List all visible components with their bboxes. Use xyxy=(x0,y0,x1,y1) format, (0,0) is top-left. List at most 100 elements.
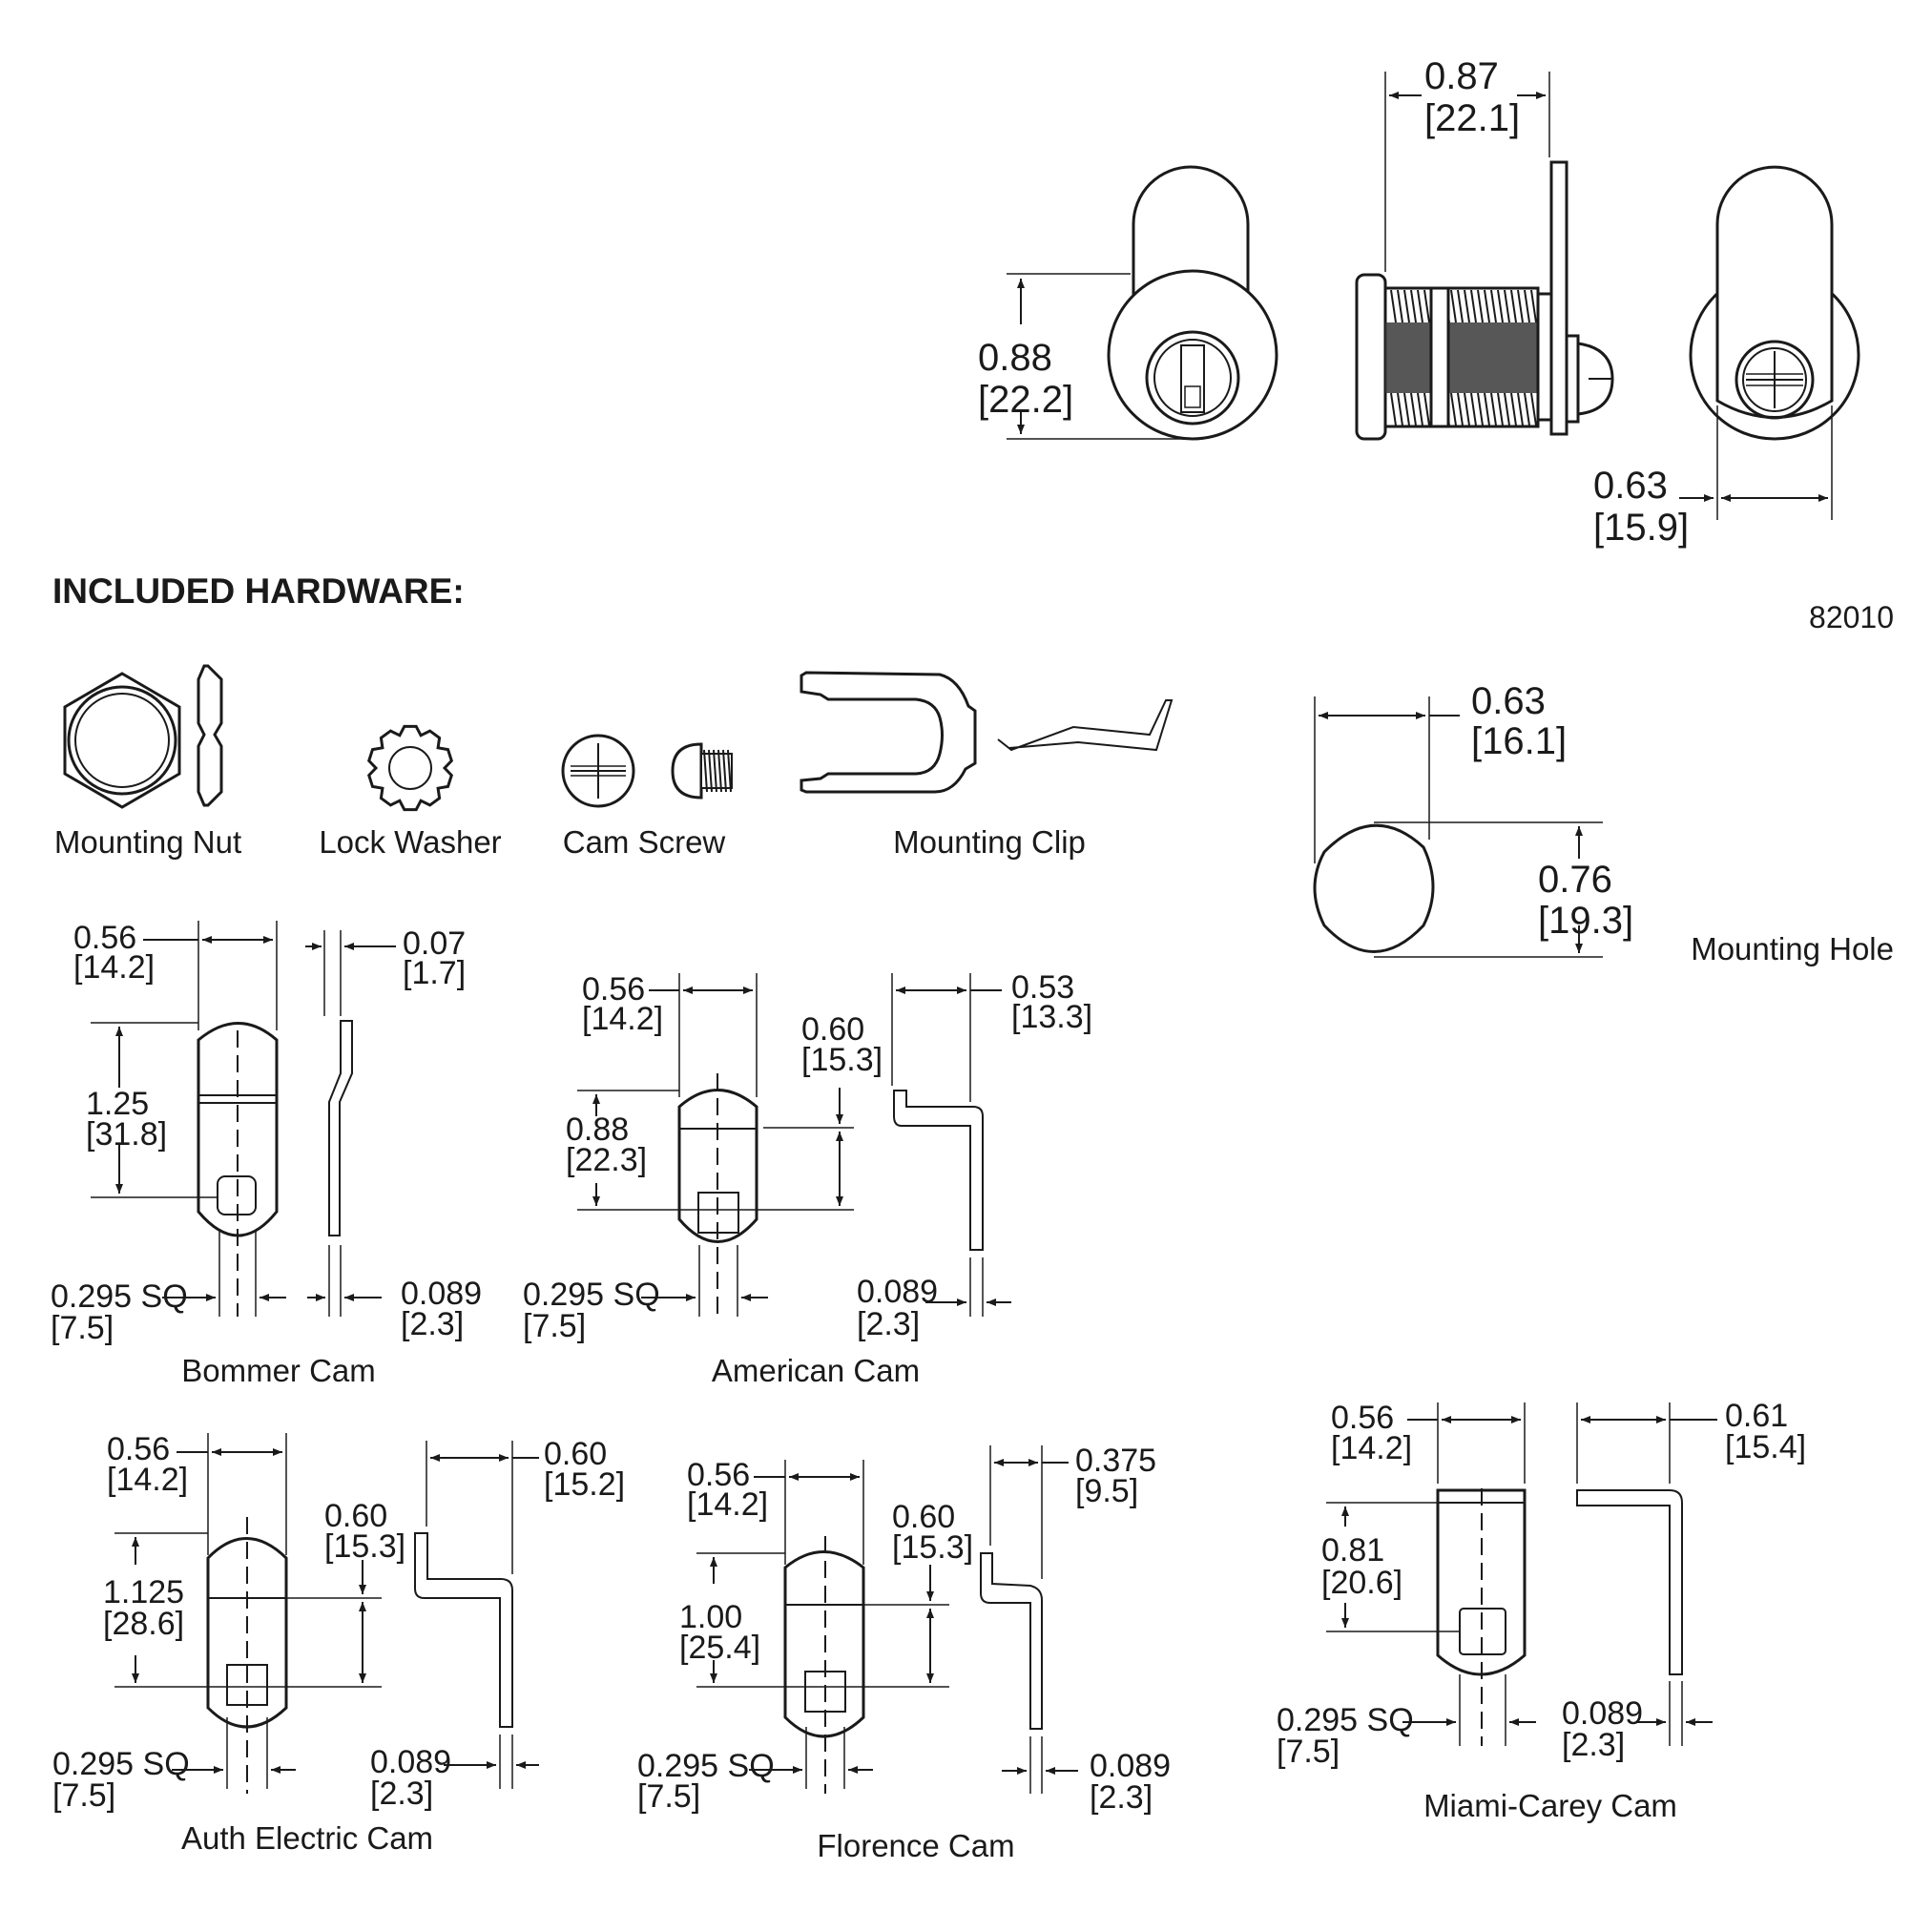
cam-screw-icon xyxy=(561,734,733,808)
florence-cam-dims: 0.56 [14.2] 0.375 [9.5] 1.00 [25.4] 0.60… xyxy=(637,1443,1171,1816)
bommer-cam-dims: 0.56 [14.2] 0.07 [1.7] 1.25 [31.8] 0.295… xyxy=(51,920,482,1346)
lock-side-view xyxy=(1355,160,1614,441)
bommer-cam xyxy=(197,1020,353,1317)
side-length-in: 0.87 xyxy=(1424,55,1499,97)
rear-width-in: 0.63 xyxy=(1593,465,1668,507)
bommer-square-mm: [7.5] xyxy=(51,1310,114,1346)
mounting-hole-label: Mounting Hole xyxy=(1691,931,1894,966)
mounting-hole-width-mm: [16.1] xyxy=(1471,720,1567,762)
american-offset-mm: [13.3] xyxy=(1011,999,1092,1035)
florence-center-in: 0.60 xyxy=(892,1499,955,1535)
american-cam xyxy=(677,1073,984,1317)
hardware-label-lock-washer: Lock Washer xyxy=(319,824,501,860)
auth-square-in: 0.295 SQ xyxy=(52,1746,190,1782)
florence-offset-in: 0.375 xyxy=(1075,1443,1156,1479)
section-heading: INCLUDED HARDWARE: xyxy=(52,571,465,611)
american-thickness-in: 0.089 xyxy=(857,1274,938,1310)
auth-width-in: 0.56 xyxy=(107,1431,170,1467)
part-number: 82010 xyxy=(1809,600,1894,634)
hardware-label-mounting-nut: Mounting Nut xyxy=(54,824,241,860)
miami-carey-cam xyxy=(1436,1488,1683,1746)
florence-cam xyxy=(783,1536,1043,1794)
auth-electric-cam-label: Auth Electric Cam xyxy=(181,1820,433,1856)
miami-width-mm: [14.2] xyxy=(1331,1430,1412,1466)
american-center-mm: [15.3] xyxy=(801,1042,883,1078)
auth-offset-mm: [15.2] xyxy=(544,1466,625,1503)
auth-thickness-in: 0.089 xyxy=(370,1744,451,1780)
bommer-length-mm: [31.8] xyxy=(86,1116,167,1153)
front-height-mm: [22.2] xyxy=(978,379,1073,421)
auth-electric-cam-dims: 0.56 [14.2] 0.60 [15.2] 1.125 [28.6] 0.6… xyxy=(52,1431,625,1814)
miami-offset-mm: [15.4] xyxy=(1725,1429,1806,1465)
american-width-in: 0.56 xyxy=(582,971,645,1008)
american-width-mm: [14.2] xyxy=(582,1001,663,1037)
auth-center-mm: [15.3] xyxy=(324,1528,405,1565)
miami-length-in: 0.81 xyxy=(1321,1532,1384,1568)
miami-width-in: 0.56 xyxy=(1331,1400,1394,1436)
florence-cam-label: Florence Cam xyxy=(817,1828,1014,1863)
american-thickness-mm: [2.3] xyxy=(857,1306,920,1342)
miami-thickness-mm: [2.3] xyxy=(1562,1727,1625,1763)
lock-washer-icon xyxy=(366,724,454,812)
florence-center-mm: [15.3] xyxy=(892,1529,973,1566)
florence-length-in: 1.00 xyxy=(679,1599,742,1635)
miami-square-mm: [7.5] xyxy=(1277,1734,1340,1770)
american-square-mm: [7.5] xyxy=(523,1308,586,1344)
miami-carey-cam-dims: 0.56 [14.2] 0.61 [15.4] 0.81 [20.6] 0.29… xyxy=(1277,1398,1806,1770)
auth-length-in: 1.125 xyxy=(103,1574,184,1610)
mounting-hole-width-in: 0.63 xyxy=(1471,680,1546,722)
bommer-thickness-mm: [2.3] xyxy=(401,1306,464,1342)
side-length-dimension: 0.87 [22.1] xyxy=(1384,55,1550,272)
bommer-cam-label: Bommer Cam xyxy=(181,1353,376,1388)
florence-width-in: 0.56 xyxy=(687,1457,750,1493)
bommer-offset-mm: [1.7] xyxy=(403,955,466,991)
front-height-dimension: 0.88 [22.2] xyxy=(978,273,1193,440)
american-cam-dims: 0.56 [14.2] 0.53 [13.3] 0.88 [22.3] 0.60… xyxy=(523,969,1092,1344)
auth-width-mm: [14.2] xyxy=(107,1462,188,1498)
bommer-thickness-in: 0.089 xyxy=(401,1276,482,1312)
miami-length-mm: [20.6] xyxy=(1321,1565,1402,1601)
mounting-hole-height-in: 0.76 xyxy=(1538,859,1612,901)
american-center-in: 0.60 xyxy=(801,1011,864,1048)
hardware-label-cam-screw: Cam Screw xyxy=(563,824,726,860)
florence-length-mm: [25.4] xyxy=(679,1630,760,1666)
miami-carey-cam-label: Miami-Carey Cam xyxy=(1423,1788,1677,1823)
bommer-length-in: 1.25 xyxy=(86,1086,149,1122)
lock-rear-view xyxy=(1689,165,1860,441)
mounting-hole-dimensions: 0.63 [16.1] 0.76 [19.3] xyxy=(1314,680,1633,958)
side-length-mm: [22.1] xyxy=(1424,97,1520,139)
miami-square-in: 0.295 SQ xyxy=(1277,1702,1414,1738)
mounting-hole-height-mm: [19.3] xyxy=(1538,900,1633,942)
rear-width-dimension: 0.63 [15.9] xyxy=(1593,405,1833,549)
auth-length-mm: [28.6] xyxy=(103,1606,184,1642)
florence-square-in: 0.295 SQ xyxy=(637,1748,775,1784)
front-height-in: 0.88 xyxy=(978,337,1052,379)
mounting-nut-icon xyxy=(63,664,223,809)
auth-thickness-mm: [2.3] xyxy=(370,1776,433,1812)
florence-thickness-mm: [2.3] xyxy=(1090,1779,1153,1816)
florence-square-mm: [7.5] xyxy=(637,1778,700,1815)
bommer-width-mm: [14.2] xyxy=(73,949,155,986)
lock-front-view xyxy=(1107,165,1278,441)
american-square-in: 0.295 SQ xyxy=(523,1277,660,1313)
american-length-in: 0.88 xyxy=(566,1111,629,1148)
florence-offset-mm: [9.5] xyxy=(1075,1473,1138,1509)
bommer-width-in: 0.56 xyxy=(73,920,136,956)
florence-thickness-in: 0.089 xyxy=(1090,1748,1171,1784)
miami-offset-in: 0.61 xyxy=(1725,1398,1788,1434)
mounting-hole-shape xyxy=(1313,823,1435,953)
hardware-label-mounting-clip: Mounting Clip xyxy=(893,824,1086,860)
florence-width-mm: [14.2] xyxy=(687,1486,768,1523)
miami-thickness-in: 0.089 xyxy=(1562,1695,1643,1732)
bommer-offset-in: 0.07 xyxy=(403,925,466,962)
auth-offset-in: 0.60 xyxy=(544,1436,607,1472)
american-cam-label: American Cam xyxy=(712,1353,920,1388)
rear-width-mm: [15.9] xyxy=(1593,507,1689,549)
auth-center-in: 0.60 xyxy=(324,1498,387,1534)
american-length-mm: [22.3] xyxy=(566,1142,647,1178)
american-offset-in: 0.53 xyxy=(1011,969,1074,1006)
mounting-clip-icon xyxy=(800,671,1174,794)
bommer-square-in: 0.295 SQ xyxy=(51,1278,188,1315)
auth-square-mm: [7.5] xyxy=(52,1777,115,1814)
